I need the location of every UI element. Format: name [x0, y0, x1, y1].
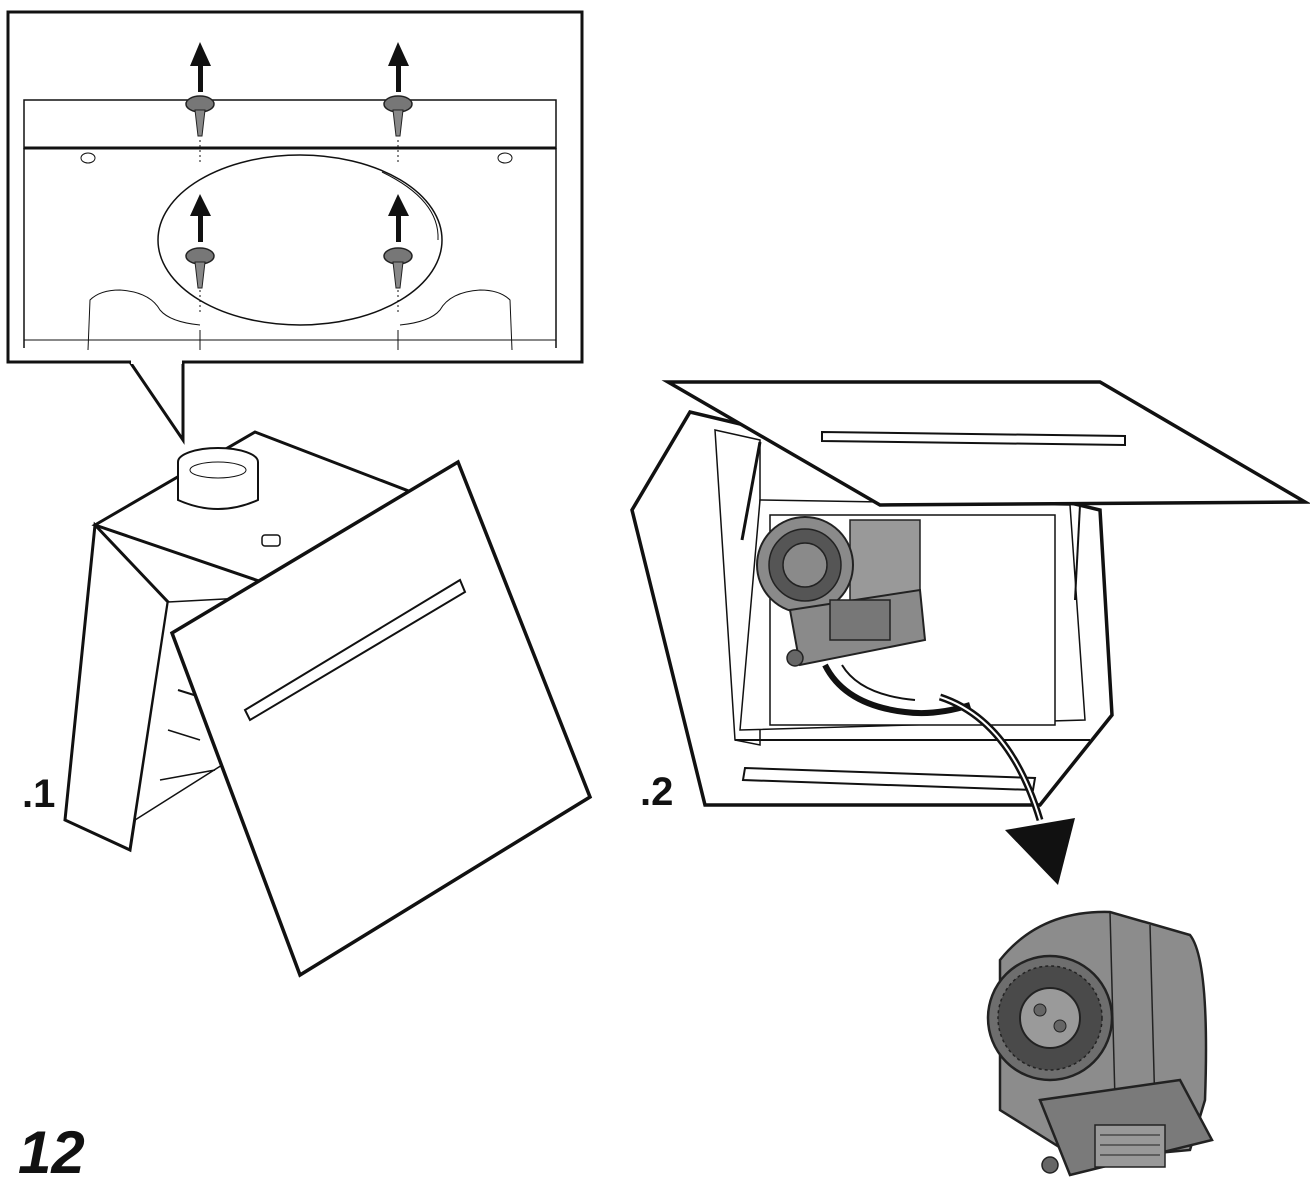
- fan-motor-icon: [756, 516, 927, 667]
- step-label-1: .1: [22, 772, 56, 816]
- fan-motor-icon: [986, 910, 1214, 1177]
- screw-icon: [185, 95, 215, 137]
- step-label-2: .2: [640, 770, 674, 814]
- up-arrow-icon: [190, 42, 211, 92]
- screw-icon: [383, 95, 413, 137]
- figure-number: 12: [18, 1119, 85, 1186]
- power-cable: [841, 664, 916, 701]
- detail-panel: [23, 99, 557, 351]
- screw-icon: [185, 247, 215, 289]
- up-arrow-icon: [388, 194, 409, 242]
- up-arrow-icon: [388, 42, 409, 92]
- screw-icon: [383, 247, 413, 289]
- up-arrow-icon: [190, 194, 211, 242]
- power-cable: [822, 663, 971, 717]
- hood-step-1: [63, 430, 593, 978]
- hood-step-2: [630, 380, 1310, 807]
- detail-callout: [6, 10, 584, 445]
- curved-arrow-icon: [938, 693, 1075, 885]
